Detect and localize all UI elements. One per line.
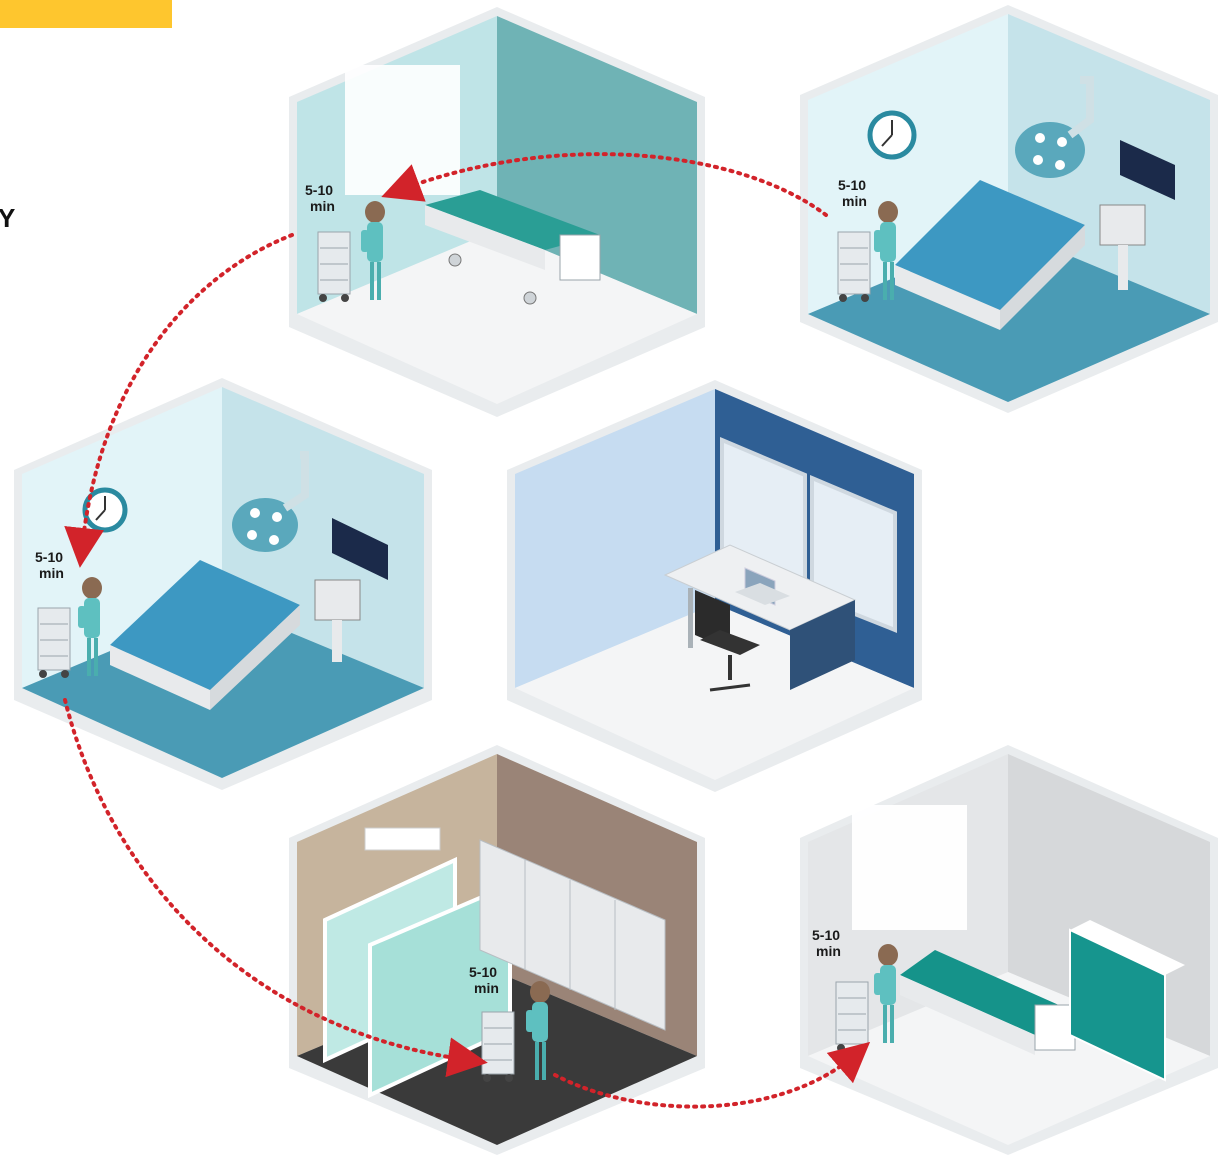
hospital-bed-icon xyxy=(900,950,1076,1055)
time-label-top: 5-10 xyxy=(35,549,63,565)
clock-icon xyxy=(867,110,917,160)
time-label-top: 5-10 xyxy=(305,182,333,198)
time-label-bottom: min xyxy=(39,565,64,581)
medicine-cart-icon xyxy=(835,981,869,1053)
header-accent-bar xyxy=(0,0,172,28)
time-label-top: 5-10 xyxy=(838,177,866,193)
time-label-bottom: min xyxy=(816,943,841,959)
room-pharmacy: 5-10 min xyxy=(289,745,705,1155)
time-label-bottom: min xyxy=(842,193,867,209)
hospital-bed-icon xyxy=(425,190,601,305)
room-exam-2: 5-10 min xyxy=(14,378,432,790)
time-label-bottom: min xyxy=(474,980,499,996)
laptop-icon xyxy=(735,567,790,606)
monitor-icon xyxy=(332,518,388,580)
medicine-cart-icon xyxy=(317,231,351,303)
office-chair xyxy=(695,590,760,692)
room-patient-1: 5-10 min xyxy=(289,7,705,417)
window-blinds xyxy=(345,65,460,195)
surgical-light-icon xyxy=(232,451,309,552)
hospital-bed-icon xyxy=(895,180,1085,330)
filing-cabinets xyxy=(479,839,666,1031)
route-segment xyxy=(553,1041,871,1109)
room-exam-1: 5-10 min xyxy=(800,5,1218,413)
room-patient-2: 5-10 min xyxy=(800,745,1218,1155)
monitor-icon xyxy=(1120,140,1175,200)
route-segment xyxy=(64,233,294,568)
window-blinds xyxy=(852,805,967,930)
medicine-cart-icon xyxy=(481,1011,515,1083)
route-segment xyxy=(381,152,828,217)
time-label-bottom: min xyxy=(310,198,335,214)
time-label-top: 5-10 xyxy=(812,927,840,943)
air-conditioner xyxy=(364,827,441,851)
drawer-cabinet xyxy=(1069,920,1185,1082)
surgical-light-icon xyxy=(1015,76,1094,178)
route-segment xyxy=(63,698,488,1078)
medicine-cart-icon xyxy=(837,231,871,303)
header-fragment: Y xyxy=(0,203,15,233)
room-office xyxy=(507,380,922,792)
time-label-top: 5-10 xyxy=(469,964,497,980)
route-path xyxy=(63,152,871,1109)
hospital-bed-icon xyxy=(110,560,300,710)
medicine-cart-icon xyxy=(37,607,71,679)
clock-icon xyxy=(82,487,128,533)
